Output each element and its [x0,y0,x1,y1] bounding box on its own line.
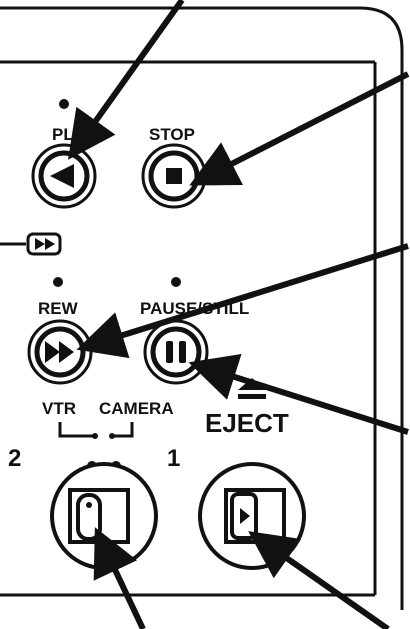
callout-arrows [68,0,410,629]
arrow-to-rew [76,243,409,359]
double-arrow-icon [45,341,74,363]
eject-slider[interactable] [198,462,306,570]
fast-forward-icon [35,238,55,250]
rew-indicator-dot [53,277,63,287]
camera-label: CAMERA [99,399,174,418]
arrow-to-stop [189,71,410,186]
play-button[interactable] [31,143,97,209]
play-indicator-dot [59,99,69,109]
rew-label: REW [38,299,79,318]
rew-button[interactable] [27,319,93,385]
slide-switch-knob[interactable] [76,493,102,541]
panel-outline [0,6,404,610]
switch-position-1: 1 [167,445,180,472]
vtr-label: VTR [42,399,76,418]
arrow-to-mode-switch [93,527,146,629]
pause-indicator-dot [171,277,181,287]
slider-arrow-icon [240,508,250,524]
arrow-to-pause [188,354,409,435]
fast-forward-indicator [0,232,62,256]
pause-still-button[interactable] [143,319,209,385]
stop-label: STOP [149,125,195,144]
arrow-to-eject-slider [248,531,390,629]
stop-button[interactable] [141,143,207,209]
arrow-to-play [68,0,185,160]
pause-bars-icon [166,341,186,363]
stop-square-icon [166,168,182,184]
play-triangle-icon [50,164,74,188]
switch-position-2: 2 [8,445,21,472]
switch-range-bracket [58,422,134,438]
eject-label: EJECT [205,408,289,438]
